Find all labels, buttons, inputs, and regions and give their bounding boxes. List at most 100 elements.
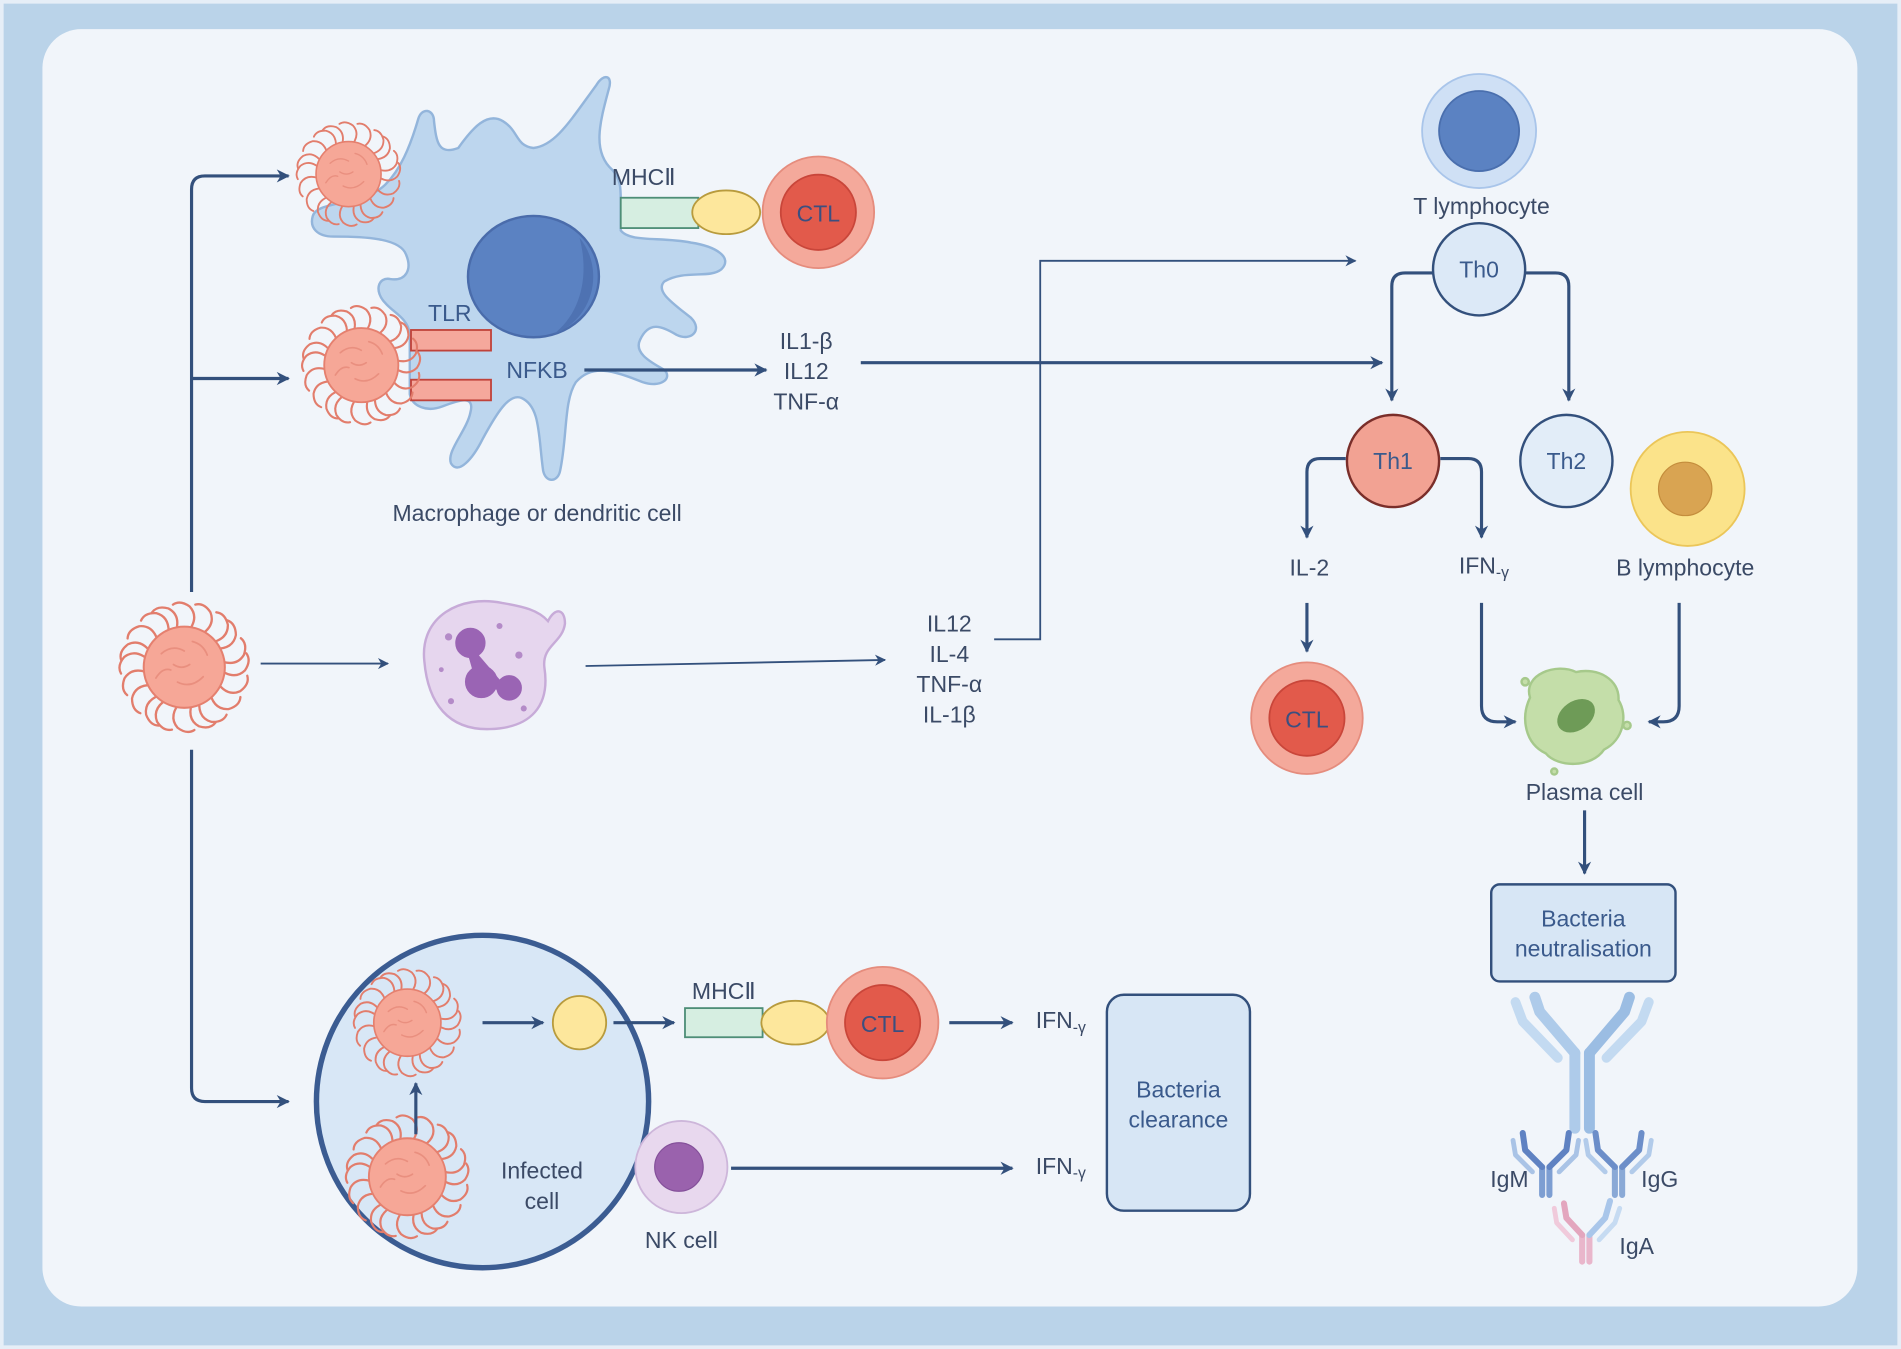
th1-cell: Th1 [1345,413,1441,509]
arrow-ifn-to-plasma-cell [1479,602,1517,729]
ifn-gamma-label: IFN-γ [1036,1153,1086,1182]
neutrophil-granule [444,633,453,641]
b-lymphocyte: B lymphocyte [1616,430,1754,581]
iga-stem [1579,1231,1593,1265]
mhc-ii-molecule [684,1007,764,1039]
iga-light-chain [1596,1205,1623,1243]
th0-circle [1431,222,1527,317]
neutralisation-label-line: Bacteria [1541,905,1626,931]
mhc-label: MHCⅡ [692,978,756,1004]
t-cell-receptor [691,189,762,236]
igg-light-chains [1583,1137,1654,1175]
antigen-fragment [551,995,608,1051]
nk-cell-label: NK cell [645,1227,718,1253]
arrow-th0-to-th2 [1525,271,1576,402]
igm-stem [1539,1163,1553,1198]
cytokine-label: IL-1β [923,702,976,728]
ctl-nucleus [1268,679,1346,757]
arrow-b-lymphocyte-to-plasma-cell [1647,602,1681,729]
neutrophil [422,599,567,731]
macrophage-label: Macrophage or dendritic cell [392,500,681,526]
cytokine-label: IL1-β [780,328,833,354]
mhc-label: MHCⅡ [612,164,676,190]
plasma-cell-vesicle [1520,676,1531,687]
mhc-ctl-presentation-bottom: MHCⅡ CTL [684,965,940,1080]
iga-arm [1560,1200,1586,1238]
igg-stem [1611,1163,1626,1198]
arrow-th1-to-ifn [1440,456,1489,539]
mhc-ctl-presentation-top: MHCⅡ CTL [612,155,876,270]
b-lymphocyte-nucleus [1657,461,1713,517]
ctl-cell-th1: CTL [1250,661,1364,775]
il2-label: IL-2 [1290,555,1330,581]
antibody-heavy-arm [1529,991,1581,1059]
igg-arms [1592,1130,1645,1171]
t-lymphocyte-label: T lymphocyte [1413,193,1550,219]
igg-antibody-icon: IgG [1583,1130,1678,1198]
t-lymphocyte: T lymphocyte [1413,73,1550,219]
ifn-sub: -γ [1073,1165,1086,1182]
tlr-receptor-lower [410,378,492,402]
infected-cell-label-line: Infected [501,1158,583,1184]
th1-label: Th1 [1373,448,1413,474]
arrow-neutrophil-to-cytokines [585,654,887,667]
tlr-receptor-upper [410,329,492,352]
th1-circle [1345,413,1441,509]
neutrophil-granule [496,622,503,630]
igg-label: IgG [1641,1166,1678,1192]
ctl-label: CTL [861,1011,905,1037]
ctl-nucleus [779,173,857,251]
nfkb-label: NFKB [506,357,567,383]
plasma-cell-vesicle [1550,767,1559,776]
igm-antibody-icon: IgM [1490,1130,1581,1198]
ifn-main: IFN [1459,552,1496,578]
ifn-gamma-label: IFN-γ [1036,1007,1086,1036]
ctl-label: CTL [1285,706,1329,732]
plasma-cell: Plasma cell [1520,667,1644,805]
neutrophil-cytokine-list: IL12 IL-4 TNF-α IL-1β [916,611,982,728]
th2-label: Th2 [1547,448,1587,474]
neutralisation-label-line: neutralisation [1515,936,1652,962]
th2-cell: Th2 [1519,413,1614,509]
th2-circle [1519,413,1614,509]
cytokine-label: IL12 [927,611,972,637]
t-cell-receptor [760,999,831,1046]
bacterium-branch-connectors [189,169,390,1109]
cytokine-label: IL12 [784,358,829,384]
plasma-cell-label: Plasma cell [1526,779,1644,805]
neutrophil-granule [447,698,455,705]
igm-light-chains [1510,1137,1581,1175]
clearance-label-line: Bacteria [1136,1076,1221,1102]
ifn-sub: -γ [1073,1019,1086,1036]
macrophage-dendritic-cell: TLR NFKB Macrophage or dendritic cell [310,76,727,526]
antibody-light-chain [1510,997,1563,1063]
cytokine-label: TNF-α [916,671,982,697]
macrophage-nucleus-shade [552,237,594,335]
ifn-main: IFN [1036,1007,1073,1033]
antibody-heavy-arm [1583,991,1635,1059]
mhc-ii-molecule [619,196,700,229]
iga-antibody-icon: IgA [1551,1197,1655,1265]
neutrophil-granule [438,667,444,673]
nk-cell: NK cell [634,1120,729,1253]
macrophage-nucleus [466,214,601,339]
clearance-label-line: clearance [1129,1107,1229,1133]
arrow-to-top-bacterium [189,169,290,593]
neutrophil-nucleus-lobe [464,665,498,699]
plasma-cell-nucleus [1557,698,1595,733]
ctl-label: CTL [797,201,841,227]
infected-cell: Infected cell [313,932,652,1271]
igm-arms [1519,1130,1572,1171]
ifn-gamma-label: IFN-γ [1459,552,1509,581]
neutralisation-box [1490,883,1677,983]
plasma-cell-vesicle [1622,720,1632,731]
nk-cell-nucleus [654,1142,704,1192]
neutrophil-granule [520,705,527,712]
ifn-main: IFN [1036,1153,1073,1179]
arrow-neutrophil-cytokines-to-th0 [994,255,1357,641]
arrow-th0-to-th1 [1385,271,1434,402]
iga-light-chain [1551,1205,1575,1243]
tlr-label: TLR [428,300,472,326]
